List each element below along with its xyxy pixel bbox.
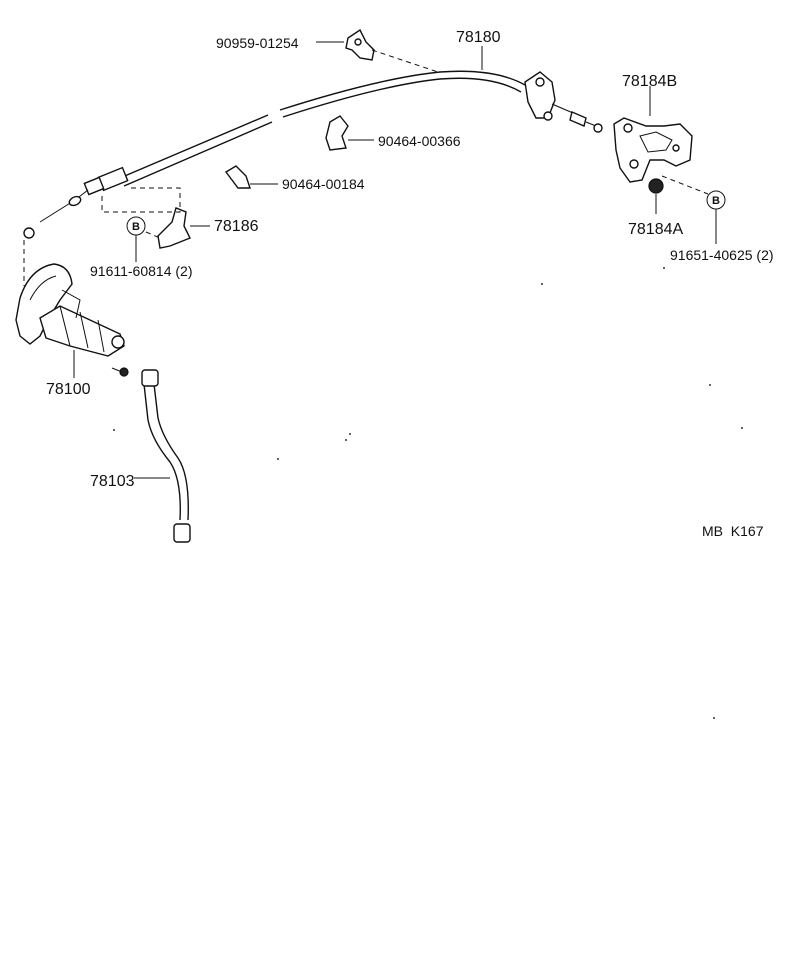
label-78103: 78103	[90, 473, 135, 490]
stopper-pad-icon	[648, 178, 664, 194]
label-90959-01254: 90959-01254	[216, 35, 299, 51]
label-78184b: 78184B	[622, 73, 677, 90]
diagram-code: MB K167	[702, 523, 764, 539]
bracket-icon	[157, 207, 191, 249]
clamp-90464-00366	[325, 115, 374, 151]
clamp-icon	[325, 115, 349, 151]
clamp-90464-00184	[224, 165, 278, 189]
bracket-78184b: B	[613, 86, 726, 244]
tube-end-bottom-icon	[173, 523, 191, 543]
bolt-b-label-right: B	[712, 195, 720, 207]
clamp-small-icon	[224, 165, 251, 189]
label-78184a: 78184A	[628, 221, 683, 238]
label-78186: 78186	[214, 218, 259, 235]
scan-specks	[113, 267, 743, 719]
clip-90959-01254	[316, 28, 439, 73]
label-91611-60814: 91611-60814 (2)	[90, 263, 192, 279]
cable-bracket-connector-icon	[524, 71, 556, 119]
label-91651-40625: 91651-40625 (2)	[670, 247, 774, 263]
label-78180: 78180	[456, 29, 501, 46]
label-90464-00184: 90464-00184	[282, 176, 365, 192]
tube-78103	[134, 369, 191, 543]
cable-78180	[23, 70, 603, 239]
label-78100: 78100	[46, 381, 91, 398]
label-90464-00366: 90464-00366	[378, 133, 461, 149]
bracket-78186: B	[101, 187, 210, 262]
bolt-b-label-left: B	[132, 221, 140, 233]
tube-end-top-icon	[141, 369, 159, 387]
link-assy-78100	[15, 240, 129, 378]
